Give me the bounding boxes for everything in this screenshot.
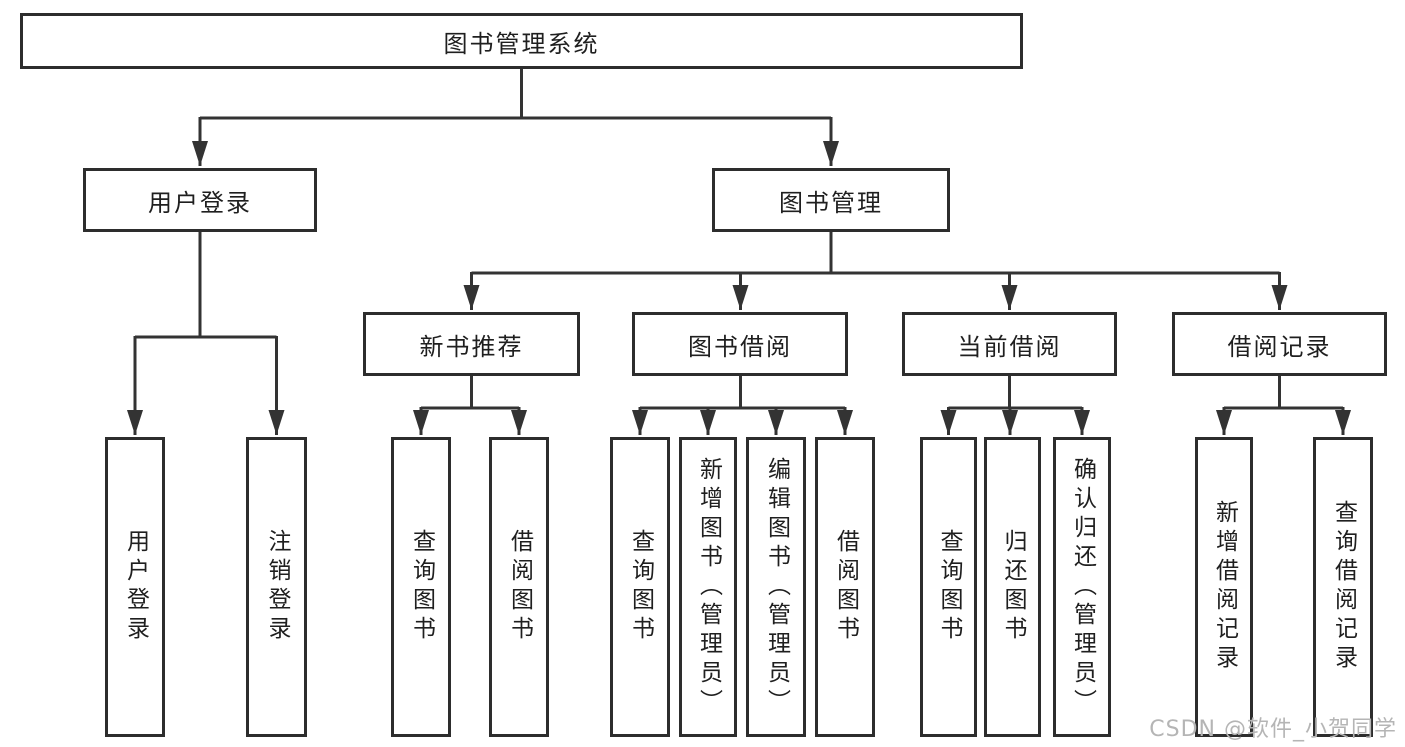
leaf-borrow-book-label: 借阅图书 <box>832 529 859 645</box>
connector-borrow-record-to-leaves <box>1216 375 1351 435</box>
connector-user-login-to-leaves <box>127 232 285 435</box>
node-root: 图书管理系统 <box>20 13 1023 69</box>
leaf-borrow-edit-admin-label: 编辑图书（管理员） <box>763 456 790 718</box>
node-user-login: 用户登录 <box>83 168 317 232</box>
connector-book-mgmt-to-level3 <box>463 232 1288 310</box>
node-book-borrow-label: 图书借阅 <box>688 332 792 361</box>
leaf-record-add-label: 新增借阅记录 <box>1211 500 1238 674</box>
leaf-newbook-borrow-label: 借阅图书 <box>506 529 533 645</box>
node-borrow-record: 借阅记录 <box>1172 312 1387 376</box>
node-borrow-record-label: 借阅记录 <box>1227 332 1332 361</box>
connector-root-to-level2 <box>192 69 839 166</box>
node-root-label: 图书管理系统 <box>443 29 600 58</box>
connector-new-book-to-leaves <box>413 375 527 435</box>
leaf-borrow-add-admin: 新增图书（管理员） <box>679 437 737 737</box>
leaf-record-add: 新增借阅记录 <box>1195 437 1253 737</box>
leaf-newbook-query-label: 查询图书 <box>408 529 435 645</box>
node-new-book: 新书推荐 <box>363 312 580 376</box>
node-user-login-label: 用户登录 <box>148 188 252 217</box>
csdn-watermark: CSDN @软件_小贺同学 <box>1149 717 1397 742</box>
leaf-current-query: 查询图书 <box>920 437 977 737</box>
leaf-borrow-query: 查询图书 <box>610 437 670 737</box>
leaf-borrow-edit-admin: 编辑图书（管理员） <box>746 437 806 737</box>
leaf-return-book-label: 归还图书 <box>1000 529 1026 645</box>
leaf-logout: 注销登录 <box>246 437 307 737</box>
leaf-user-login-label: 用户登录 <box>122 529 149 645</box>
leaf-borrow-add-admin-label: 新增图书（管理员） <box>695 456 722 718</box>
leaf-confirm-return-admin-label: 确认归还（管理员） <box>1069 456 1096 718</box>
connector-current-borrow-to-leaves <box>940 375 1090 435</box>
leaf-current-query-label: 查询图书 <box>936 529 962 645</box>
leaf-newbook-borrow: 借阅图书 <box>489 437 549 737</box>
node-new-book-label: 新书推荐 <box>419 332 524 361</box>
leaf-record-query-label: 查询借阅记录 <box>1330 500 1357 674</box>
leaf-borrow-query-label: 查询图书 <box>627 529 654 645</box>
leaf-newbook-query: 查询图书 <box>391 437 451 737</box>
leaf-confirm-return-admin: 确认归还（管理员） <box>1053 437 1111 737</box>
node-book-borrow: 图书借阅 <box>632 312 848 376</box>
leaf-return-book: 归还图书 <box>984 437 1041 737</box>
leaf-logout-label: 注销登录 <box>264 529 290 645</box>
node-book-mgmt-label: 图书管理 <box>779 188 883 217</box>
leaf-user-login: 用户登录 <box>105 437 165 737</box>
node-current-borrow-label: 当前借阅 <box>957 332 1062 361</box>
node-book-mgmt: 图书管理 <box>712 168 950 232</box>
node-current-borrow: 当前借阅 <box>902 312 1117 376</box>
connector-book-borrow-to-leaves <box>632 375 853 435</box>
leaf-borrow-book: 借阅图书 <box>815 437 875 737</box>
leaf-record-query: 查询借阅记录 <box>1313 437 1373 737</box>
